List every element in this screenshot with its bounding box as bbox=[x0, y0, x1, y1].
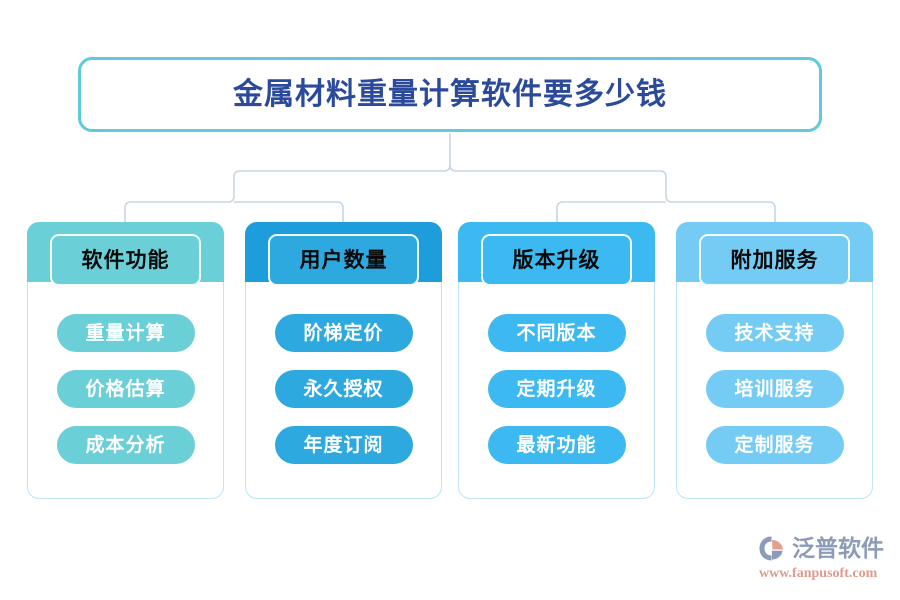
list-item-label: 最新功能 bbox=[516, 434, 597, 456]
branch-column-3[interactable]: 版本升级 不同版本 定期升级 最新功能 bbox=[458, 222, 655, 499]
list-item-label: 年度订阅 bbox=[303, 434, 384, 456]
fanpu-logo-icon bbox=[758, 535, 788, 562]
brand-logo-row: 泛普软件 bbox=[758, 535, 884, 562]
list-item-label: 不同版本 bbox=[516, 322, 597, 344]
branch-column-4[interactable]: 附加服务 技术支持 培训服务 定制服务 bbox=[676, 222, 873, 499]
list-item[interactable]: 年度订阅 bbox=[274, 426, 413, 464]
column-header-2[interactable]: 用户数量 bbox=[268, 234, 419, 286]
brand-name: 泛普软件 bbox=[792, 536, 884, 561]
page-title: 金属材料重量计算软件要多少钱 bbox=[233, 77, 667, 111]
column-item-list-4: 技术支持 培训服务 定制服务 bbox=[676, 314, 873, 464]
list-item-label: 阶梯定价 bbox=[303, 322, 384, 344]
branch-column-2[interactable]: 用户数量 阶梯定价 永久授权 年度订阅 bbox=[245, 222, 442, 499]
list-item[interactable]: 最新功能 bbox=[487, 426, 626, 464]
column-item-list-2: 阶梯定价 永久授权 年度订阅 bbox=[245, 314, 442, 464]
list-item-label: 价格估算 bbox=[85, 378, 166, 400]
column-header-1[interactable]: 软件功能 bbox=[50, 234, 201, 286]
column-header-label-3: 版本升级 bbox=[512, 247, 601, 272]
column-header-label-1: 软件功能 bbox=[81, 247, 170, 272]
brand-watermark: 泛普软件 www.fanpusoft.com bbox=[758, 535, 894, 587]
list-item[interactable]: 成本分析 bbox=[56, 426, 195, 464]
list-item[interactable]: 技术支持 bbox=[705, 314, 844, 352]
list-item[interactable]: 永久授权 bbox=[274, 370, 413, 408]
list-item[interactable]: 阶梯定价 bbox=[274, 314, 413, 352]
list-item[interactable]: 定期升级 bbox=[487, 370, 626, 408]
list-item[interactable]: 不同版本 bbox=[487, 314, 626, 352]
list-item-label: 定制服务 bbox=[734, 434, 815, 456]
list-item[interactable]: 重量计算 bbox=[56, 314, 195, 352]
list-item-label: 重量计算 bbox=[85, 322, 166, 344]
column-header-label-2: 用户数量 bbox=[299, 247, 388, 272]
list-item[interactable]: 价格估算 bbox=[56, 370, 195, 408]
list-item-label: 定期升级 bbox=[516, 378, 597, 400]
list-item[interactable]: 培训服务 bbox=[705, 370, 844, 408]
column-header-4[interactable]: 附加服务 bbox=[699, 234, 850, 286]
list-item[interactable]: 定制服务 bbox=[705, 426, 844, 464]
list-item-label: 培训服务 bbox=[734, 378, 815, 400]
branch-column-1[interactable]: 软件功能 重量计算 价格估算 成本分析 bbox=[27, 222, 224, 499]
list-item-label: 技术支持 bbox=[734, 322, 815, 344]
diagram-title-box: 金属材料重量计算软件要多少钱 bbox=[78, 57, 822, 132]
column-header-3[interactable]: 版本升级 bbox=[481, 234, 632, 286]
column-header-label-4: 附加服务 bbox=[730, 247, 819, 272]
column-item-list-3: 不同版本 定期升级 最新功能 bbox=[458, 314, 655, 464]
list-item-label: 永久授权 bbox=[303, 378, 384, 400]
list-item-label: 成本分析 bbox=[85, 434, 166, 456]
brand-url: www.fanpusoft.com bbox=[759, 566, 878, 581]
column-item-list-1: 重量计算 价格估算 成本分析 bbox=[27, 314, 224, 464]
